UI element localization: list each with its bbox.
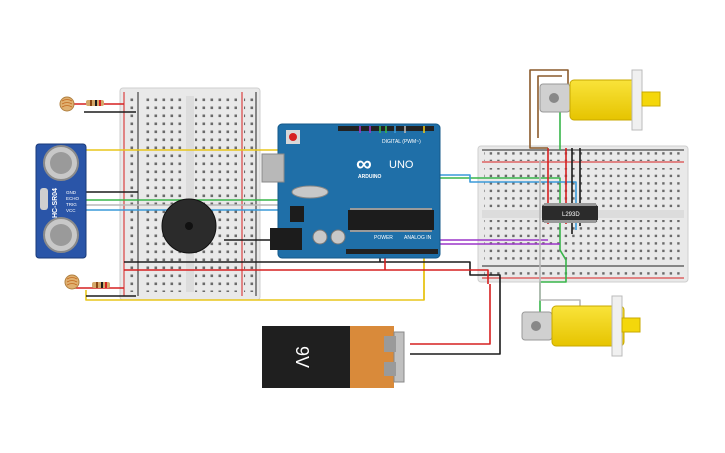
ultrasonic-sensor-icon[interactable]: HC-SR04 GND ECHO TRIG VCC: [35, 143, 87, 259]
battery-label: 9V: [292, 346, 312, 368]
chip-label: L293D: [562, 212, 580, 218]
dc-motor-bottom-icon[interactable]: [521, 295, 641, 357]
arduino-model-label: UNO: [389, 159, 414, 171]
resistor-bottom[interactable]: [92, 282, 110, 288]
sensor-pin-gnd: GND: [66, 190, 77, 195]
sensor-pin-trig: TRIG: [66, 202, 77, 207]
arduino-header-wires: [359, 126, 425, 133]
photoresistor-bottom[interactable]: [64, 274, 110, 290]
left-breadboard[interactable]: [119, 87, 261, 301]
sensor-pin-vcc: VCC: [66, 208, 76, 213]
dc-motor-icon[interactable]: [539, 69, 661, 131]
resistor-top[interactable]: [86, 100, 104, 106]
arduino-digital-label: DIGITAL (PWM~): [382, 139, 421, 145]
right-breadboard[interactable]: [477, 145, 689, 283]
photoresistor-top[interactable]: [59, 96, 104, 112]
battery-icon[interactable]: 9V: [262, 326, 405, 388]
ic-chip-icon[interactable]: L293D: [542, 203, 598, 223]
arduino-power-label: POWER: [374, 235, 393, 241]
sensor-model-label: HC-SR04: [52, 188, 59, 218]
arduino-logo-icon: ∞: [356, 151, 372, 176]
arduino-brand-label: ARDUINO: [358, 174, 381, 180]
sensor-pin-echo: ECHO: [66, 196, 80, 201]
arduino-uno-board[interactable]: ∞ UNO ARDUINO DIGITAL (PWM~) POWER ANALO…: [261, 123, 441, 259]
arduino-analog-label: ANALOG IN: [404, 235, 432, 241]
buzzer-icon[interactable]: [161, 198, 217, 254]
